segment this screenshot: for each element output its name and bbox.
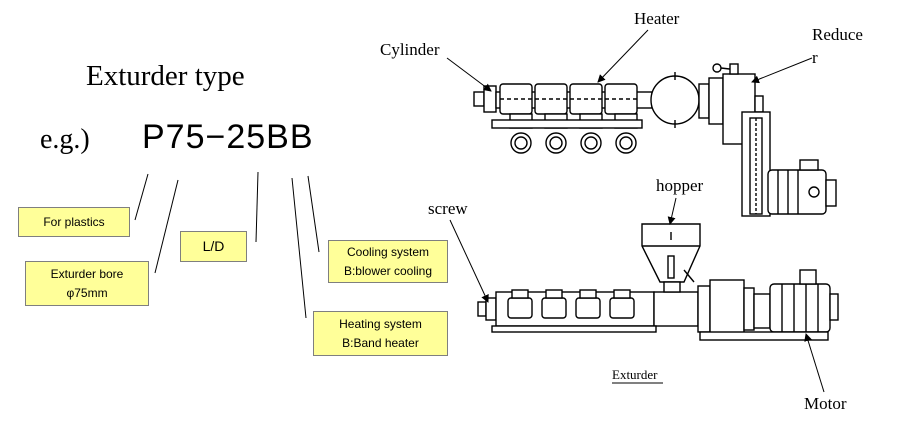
hopper-label: hopper <box>656 176 704 195</box>
screw-label: screw <box>428 199 468 218</box>
label-arrows <box>446 29 825 393</box>
reducer-label-line2: r <box>812 48 818 67</box>
callout-heating-system: Heating system B:Band heater <box>313 311 448 356</box>
callout-heating-line2: B:Band heater <box>342 335 419 350</box>
reducer-label-line1: Reduce <box>812 25 863 44</box>
callout-cooling-line2: B:blower cooling <box>343 263 433 278</box>
top-view-extruder <box>473 63 837 217</box>
callout-ld: L/D <box>180 231 247 262</box>
callout-for-plastics-text: For plastics <box>43 214 105 229</box>
callout-ld-text: L/D <box>202 238 225 254</box>
motor-label: Motor <box>804 394 847 413</box>
callout-extruder-bore-line2: φ75mm <box>66 285 108 300</box>
callout-extruder-bore-line1: Exturder bore <box>50 266 124 281</box>
reducer-arrow <box>751 57 813 84</box>
extruder-type-heading: Exturder type <box>86 60 245 92</box>
callout-heating-line1: Heating system <box>339 316 422 331</box>
side-view-extruder <box>477 223 839 341</box>
hopper-arrow <box>667 197 677 225</box>
cylinder-label: Cylinder <box>380 40 440 59</box>
example-prefix: e.g.) <box>40 124 90 155</box>
cylinder-arrow <box>446 57 492 92</box>
callout-for-plastics: For plastics <box>18 207 130 237</box>
heater-arrow <box>597 29 649 83</box>
screw-arrow <box>449 219 489 303</box>
callout-extruder-bore: Exturder bore φ75mm <box>25 261 149 306</box>
side-view-caption: Exturder <box>612 367 658 382</box>
model-code: P75−25BB <box>142 118 314 156</box>
callout-leader-lines <box>134 171 320 319</box>
callout-cooling-system: Cooling system B:blower cooling <box>328 240 448 283</box>
heater-label: Heater <box>634 9 680 28</box>
callout-cooling-line1: Cooling system <box>346 244 430 259</box>
motor-arrow <box>804 333 825 393</box>
